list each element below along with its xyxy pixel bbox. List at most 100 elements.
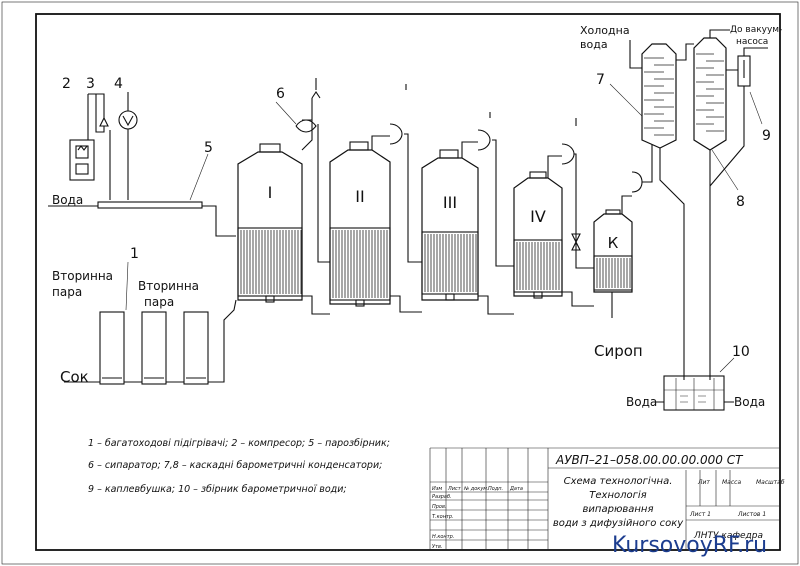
title-line-4: води з дифузійного соку [553, 517, 684, 529]
leader-8 [711, 149, 739, 191]
compressor-box [69, 139, 95, 181]
leader-7 [609, 83, 643, 117]
label-secondary-steam-2b: пара [144, 295, 174, 309]
leader-5 [189, 153, 209, 201]
tb-izm: Изм [432, 486, 442, 492]
num-2: 2 [62, 76, 71, 92]
evaporator-IV [513, 171, 563, 299]
barometric-leg-7 [659, 148, 685, 380]
liquor-IV-K [562, 291, 594, 307]
num-5: 5 [204, 140, 213, 156]
tb-check: Пров. [432, 504, 447, 510]
steam-arrows [405, 84, 577, 126]
vapor-I-II [317, 124, 330, 263]
num-3: 3 [86, 76, 95, 92]
heater-1c [183, 311, 209, 385]
heater-1b [141, 311, 167, 385]
vacuum-line [709, 29, 730, 38]
separator-K [621, 171, 643, 214]
evaporator-II [329, 141, 391, 307]
tb-ncontr: Н.контр. [432, 534, 454, 540]
title-line-1: Схема технологічна. [564, 475, 673, 487]
label-secondary-steam-1b: пара [52, 285, 82, 299]
trap-9-drain [709, 86, 745, 187]
tank-10-partitions [675, 378, 715, 410]
compressor-inner [75, 145, 89, 159]
leader-1 [125, 261, 129, 311]
tb-tcontr: Т.контр. [432, 514, 454, 520]
collector-5 [97, 201, 203, 209]
tb-date: Дата [509, 486, 523, 492]
separator-III [461, 129, 491, 158]
evap-label-K: К [608, 234, 619, 252]
legend-line-2: 6 – сипаратор; 7,8 – каскадні барометрич… [88, 460, 382, 471]
juice-line [64, 299, 237, 383]
num-8: 8 [736, 194, 745, 210]
pipe-3 [88, 93, 105, 118]
label-water-bottom-right: Вода [734, 395, 765, 409]
heater-1a [99, 311, 125, 385]
separator-6-top [301, 98, 313, 151]
separator-IV [547, 143, 575, 178]
label-vacuum-b: насоса [736, 37, 768, 47]
steam-to-I [202, 205, 236, 237]
title-block: АУВП–21–058.00.00.00.000 СТ Схема технол… [429, 447, 785, 550]
label-water-left: Вода [52, 193, 83, 207]
label-secondary-steam-1a: Вторинна [52, 269, 113, 283]
title-org: ЛНТУ кафедра [693, 531, 763, 541]
label-cold-water-b: вода [580, 38, 608, 51]
label-syrup: Сироп [594, 342, 643, 360]
valve-3 [99, 116, 109, 127]
vapor-IV-K [574, 153, 594, 269]
tb-approve: Утв. [432, 544, 443, 550]
title-scale: Масштаб [756, 479, 785, 486]
evap-label-I: I [268, 183, 273, 202]
liquor-III-IV [478, 295, 514, 315]
trap-9-lines [726, 47, 768, 71]
condenser-link-top [676, 43, 694, 61]
evap-label-III: III [443, 193, 457, 212]
evaporator-I [237, 143, 303, 303]
leader-10 [719, 357, 735, 373]
compressor-inner2 [75, 163, 89, 175]
tb-dev: Разраб. [432, 494, 452, 500]
label-cold-water-a: Холодна [580, 24, 630, 37]
liquor-I-II [302, 295, 330, 315]
title-sheet: Лист 1 [689, 511, 711, 518]
label-juice: Сок [60, 368, 89, 386]
num-9: 9 [762, 128, 771, 144]
vapor-II-III [404, 133, 422, 263]
valve-line [95, 94, 105, 133]
title-lit: Лит [697, 479, 710, 486]
watermark: KursovoyRF.ru [612, 533, 767, 558]
valve-K [571, 233, 581, 251]
leader-9 [749, 91, 763, 125]
title-code: АУВП–21–058.00.00.00.000 СТ [555, 453, 744, 467]
tb-doc: № докум. [463, 486, 489, 492]
evaporator-K [593, 209, 633, 293]
pump-4-circle [118, 110, 138, 130]
separator-6 [295, 119, 317, 133]
drawing-frame [35, 13, 781, 551]
condenser-7 [641, 43, 677, 149]
num-1: 1 [130, 246, 139, 262]
condenser-8 [693, 37, 727, 151]
arrow-6 [311, 91, 321, 99]
label-secondary-steam-2a: Вторинна [138, 279, 199, 293]
evap-label-II: II [355, 187, 364, 206]
evaporator-III [421, 149, 479, 301]
leader-6 [275, 101, 297, 125]
separator-II [371, 123, 403, 150]
num-7: 7 [596, 72, 605, 88]
cold-water-line [629, 40, 642, 69]
liquor-II-III [390, 295, 422, 313]
num-6: 6 [276, 86, 285, 102]
label-vacuum-a: До вакуум- [730, 25, 782, 35]
label-water-bottom-left: Вода [626, 395, 657, 409]
title-line-3: випарювання [583, 504, 654, 515]
tb-sign: Подп. [488, 486, 503, 492]
evap-label-IV: IV [530, 207, 546, 226]
